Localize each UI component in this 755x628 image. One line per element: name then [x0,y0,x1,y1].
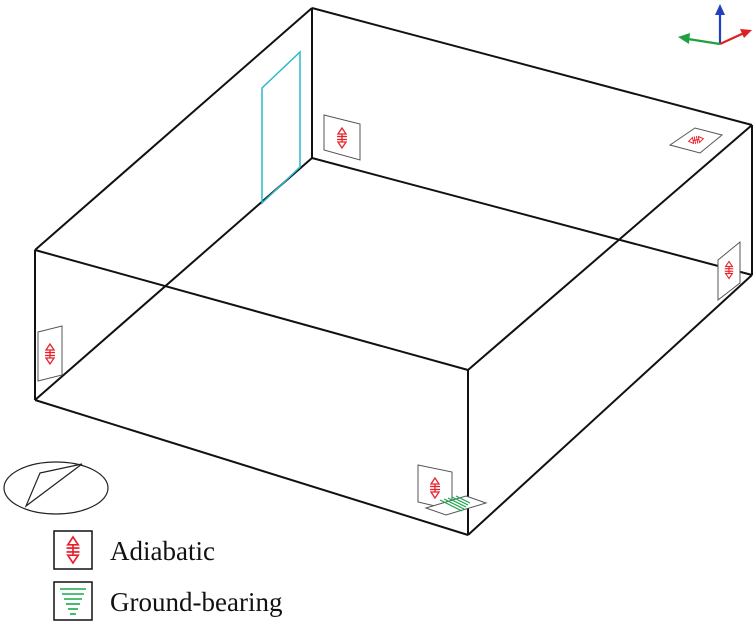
box-edge [34,399,469,536]
box-edge [311,157,753,276]
box-edge [311,7,753,126]
axis-triad [678,4,752,46]
legend: Adiabatic Ground-bearing [53,530,282,621]
box-edge [467,274,753,536]
legend-item-ground-bearing: Ground-bearing [53,581,282,621]
box-edge [467,124,753,371]
adiabatic-marker [668,127,724,154]
adiabatic-marker [323,114,361,161]
adiabatic-marker [37,325,63,382]
box-edge [34,249,469,371]
box-edge [34,7,313,251]
door-outline [261,50,301,205]
legend-label: Ground-bearing [110,587,282,617]
ground-bearing-marker [424,495,488,516]
building-box [34,7,753,536]
orientation-compass [3,461,109,515]
box-edge [34,157,313,401]
legend-label: Adiabatic [110,536,215,566]
legend-item-adiabatic: Adiabatic [53,530,215,570]
adiabatic-marker [717,240,741,302]
